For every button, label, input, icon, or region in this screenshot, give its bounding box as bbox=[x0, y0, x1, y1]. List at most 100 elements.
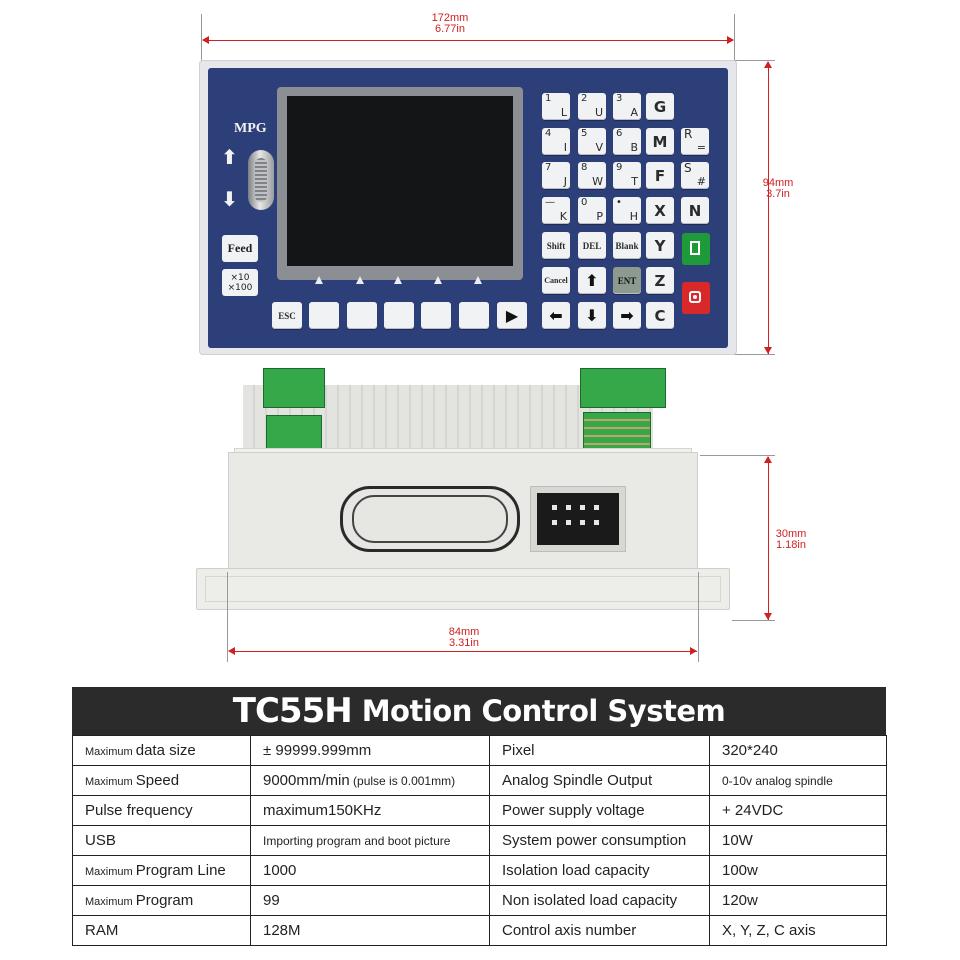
spec-param-value: maximum150KHz bbox=[250, 795, 490, 826]
key-M[interactable]: M bbox=[646, 128, 674, 155]
softkey-indicator-icon bbox=[394, 276, 402, 284]
ent-button[interactable]: ENT bbox=[613, 267, 641, 294]
header-pin bbox=[552, 520, 557, 525]
esc-button[interactable]: ESC bbox=[272, 302, 302, 329]
width-in: 6.77in bbox=[435, 23, 465, 35]
key-main: S bbox=[684, 161, 692, 175]
key-letter: B bbox=[630, 141, 638, 154]
width-mm: 172mm bbox=[431, 12, 469, 24]
spec-param-name: RAM bbox=[72, 915, 251, 946]
width-arrow-left bbox=[202, 36, 209, 44]
key-dot-H[interactable]: •H bbox=[613, 197, 641, 224]
softkey-next-button[interactable]: ▶ bbox=[497, 302, 527, 329]
height-in: 3.7in bbox=[766, 188, 790, 200]
spec-param-name-text: Program bbox=[135, 892, 194, 909]
shift-button[interactable]: Shift bbox=[542, 232, 570, 259]
key-letter: H bbox=[629, 210, 638, 223]
spec-param-name-text: Maximum bbox=[85, 866, 136, 878]
spec-param-name-text: Maximum bbox=[85, 746, 136, 758]
spec-param-value-2-text: 320*240 bbox=[722, 742, 778, 759]
softkey-4[interactable] bbox=[421, 302, 451, 329]
spec-param-name: Pulse frequency bbox=[72, 795, 251, 826]
height-dimension-line bbox=[768, 62, 769, 354]
key-R[interactable]: R= bbox=[681, 128, 709, 155]
key-Z[interactable]: Z bbox=[646, 267, 674, 294]
spec-param-value-text: 1000 bbox=[263, 862, 297, 879]
key-letter: J bbox=[563, 175, 567, 188]
spec-param-name-2-text: Pixel bbox=[502, 742, 535, 759]
spec-param-value-2-text: + 24VDC bbox=[722, 802, 784, 819]
header-pin bbox=[594, 505, 599, 510]
down-arrow-button[interactable]: ⬇ bbox=[578, 302, 606, 329]
side-width-label: 84mm 3.31in bbox=[424, 627, 504, 649]
spec-param-value: 99 bbox=[250, 885, 490, 916]
stop-button[interactable] bbox=[682, 282, 710, 314]
softkey-indicator-icon bbox=[356, 276, 364, 284]
softkey-indicator-icon bbox=[474, 276, 482, 284]
db-port-inner bbox=[352, 495, 508, 543]
mpg-down-arrow-icon: ⬇ bbox=[221, 187, 238, 211]
height-mm: 94mm bbox=[762, 177, 794, 189]
spec-param-value-2: 10W bbox=[709, 825, 887, 856]
softkey-5[interactable] bbox=[459, 302, 489, 329]
key-F[interactable]: F bbox=[646, 162, 674, 189]
key-X[interactable]: X bbox=[646, 197, 674, 224]
cancel-button[interactable]: Cancel bbox=[542, 267, 570, 294]
multiplier-button[interactable]: ×10 ×100 bbox=[222, 269, 258, 296]
right-arrow-icon: ➡ bbox=[620, 306, 634, 325]
depth-arrow-top bbox=[764, 456, 772, 463]
mounting-flange bbox=[196, 568, 730, 610]
right-arrow-button[interactable]: ➡ bbox=[613, 302, 641, 329]
handwheel-grip bbox=[255, 158, 267, 202]
header-pin bbox=[566, 520, 571, 525]
spec-param-value-2-text: 100w bbox=[722, 862, 758, 879]
spec-param-value-text: (pulse is 0.001mm) bbox=[349, 774, 456, 788]
start-button[interactable] bbox=[682, 233, 710, 265]
depth-dimension-line bbox=[768, 457, 769, 620]
key-S[interactable]: S# bbox=[681, 162, 709, 189]
depth-arrow-bottom bbox=[764, 613, 772, 620]
product-title: Motion Control System bbox=[361, 694, 726, 728]
key-minus-K[interactable]: —K bbox=[542, 197, 570, 224]
key-digit: 1 bbox=[545, 93, 552, 104]
spec-param-name-text: Maximum bbox=[85, 896, 136, 908]
softkey-2[interactable] bbox=[347, 302, 377, 329]
height-arrow-top bbox=[764, 61, 772, 68]
key-G[interactable]: G bbox=[646, 93, 674, 120]
softkey-3[interactable] bbox=[384, 302, 414, 329]
spec-param-name-text: RAM bbox=[85, 922, 119, 939]
del-button[interactable]: DEL bbox=[578, 232, 606, 259]
product-model: TC55H bbox=[232, 691, 353, 731]
spec-param-value-2: 0-10v analog spindle bbox=[709, 765, 887, 796]
key-digit: 4 bbox=[545, 128, 552, 139]
blank-button[interactable]: Blank bbox=[613, 232, 641, 259]
spec-param-value: 128M bbox=[250, 915, 490, 946]
header-pin bbox=[566, 505, 571, 510]
spec-param-name-2-text: Non isolated load capacity bbox=[502, 892, 678, 909]
spec-param-name-2-text: Analog Spindle Output bbox=[502, 772, 653, 789]
up-arrow-button[interactable]: ⬆ bbox=[578, 267, 606, 294]
key-N[interactable]: N bbox=[681, 197, 709, 224]
key-Y[interactable]: Y bbox=[646, 232, 674, 259]
left-arrow-button[interactable]: ⬅ bbox=[542, 302, 570, 329]
dimension-guide-left bbox=[201, 14, 202, 64]
key-C[interactable]: C bbox=[646, 302, 674, 329]
mpg-up-arrow-icon: ⬆ bbox=[221, 145, 238, 169]
feed-button[interactable]: Feed bbox=[222, 235, 258, 262]
key-letter: L bbox=[560, 106, 567, 119]
spec-param-name-2: Analog Spindle Output bbox=[489, 765, 710, 796]
spec-param-value-text: maximum150KHz bbox=[263, 802, 382, 819]
width-label: 172mm 6.77in bbox=[410, 13, 490, 35]
softkey-1[interactable] bbox=[309, 302, 339, 329]
